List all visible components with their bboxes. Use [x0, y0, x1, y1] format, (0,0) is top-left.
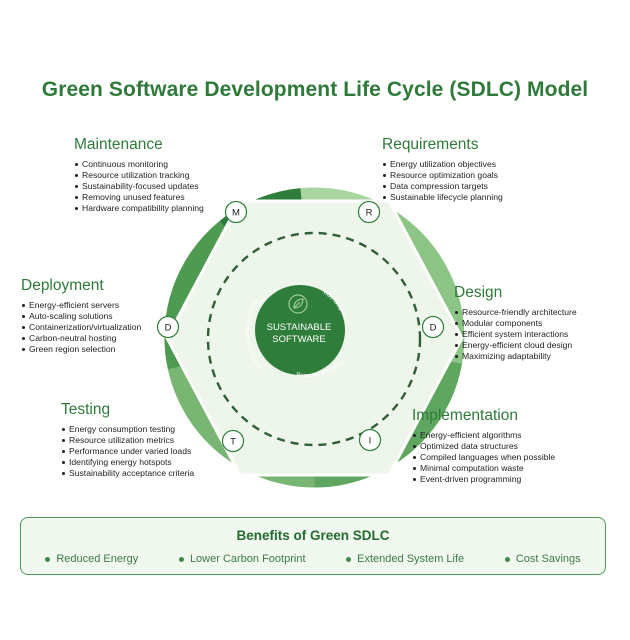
marker-testing-letter: T	[230, 437, 236, 448]
phase-list-deployment: Energy-efficient servers Auto-scaling so…	[21, 300, 141, 355]
list-item: Compiled languages when possible	[412, 452, 555, 463]
list-item: Auto-scaling solutions	[21, 311, 141, 322]
marker-maintenance: M	[224, 200, 248, 224]
list-item: Resource optimization goals	[382, 170, 503, 181]
list-item: Hardware compatibility planning	[74, 203, 204, 214]
list-item: Green region selection	[21, 344, 141, 355]
benefit-label: Lower Carbon Footprint	[189, 553, 306, 565]
phase-title-maintenance: Maintenance	[74, 136, 163, 153]
list-item: Performance under varied loads	[61, 446, 194, 457]
bullet-icon	[346, 556, 352, 562]
benefit-label: Reduced Energy	[56, 553, 139, 565]
list-item: Energy-efficient algorithms	[412, 430, 555, 441]
phase-list-design: Resource-friendly architecture Modular c…	[454, 307, 577, 362]
marker-requirements-letter: R	[366, 208, 373, 219]
phase-list-requirements: Energy utilization objectives Resource o…	[382, 159, 503, 203]
list-item: Resource utilization metrics	[61, 435, 194, 446]
benefit-label: Cost Savings	[515, 553, 581, 565]
marker-maintenance-letter: M	[232, 208, 240, 219]
center-label-line1: SUSTAINABLE	[267, 322, 332, 333]
list-item: Maximizing adaptability	[454, 351, 577, 362]
list-item: Efficient system interactions	[454, 329, 577, 340]
marker-requirements: R	[357, 200, 381, 224]
phase-requirements: Requirements Energy utilization objectiv…	[382, 136, 503, 203]
marker-deployment-letter: D	[165, 323, 172, 334]
phase-title-deployment: Deployment	[21, 277, 104, 294]
phase-implementation: Implementation Energy-efficient algorith…	[412, 407, 555, 485]
list-item: Modular components	[454, 318, 577, 329]
phase-list-testing: Energy consumption testing Resource util…	[61, 424, 194, 479]
benefits-list: Reduced Energy Lower Carbon Footprint Ex…	[21, 553, 605, 565]
benefit-item: Lower Carbon Footprint	[178, 553, 306, 565]
list-item: Minimal computation waste	[412, 463, 555, 474]
list-item: Identifying energy hotspots	[61, 457, 194, 468]
benefit-label: Extended System Life	[357, 553, 465, 565]
list-item: Carbon-neutral hosting	[21, 333, 141, 344]
benefit-item: Extended System Life	[346, 553, 464, 565]
list-item: Removing unused features	[74, 192, 204, 203]
list-item: Resource utilization tracking	[74, 170, 204, 181]
dashed-cycle-path	[206, 231, 422, 447]
phase-title-design: Design	[454, 284, 503, 301]
center-core	[255, 285, 345, 375]
marker-implementation: I	[358, 428, 382, 452]
list-item: Sustainability acceptance criteria	[61, 468, 194, 479]
marker-testing: T	[221, 429, 245, 453]
list-item: Energy-efficient cloud design	[454, 340, 577, 351]
marker-deployment: D	[156, 315, 180, 339]
list-item: Optimized data structures	[412, 441, 555, 452]
list-item: Sustainable lifecycle planning	[382, 192, 503, 203]
phase-title-implementation: Implementation	[412, 407, 518, 424]
list-item: Energy-efficient servers	[21, 300, 141, 311]
benefit-item: Cost Savings	[504, 553, 581, 565]
list-item: Data compression targets	[382, 181, 503, 192]
phase-list-maintenance: Continuous monitoring Resource utilizati…	[74, 159, 204, 214]
leaf-icon	[288, 294, 308, 314]
bullet-icon	[504, 556, 510, 562]
diagram-title: Green Software Development Life Cycle (S…	[41, 78, 589, 101]
bullet-icon	[45, 556, 51, 562]
list-item: Sustainability-focused updates	[74, 181, 204, 192]
phase-maintenance: Maintenance Continuous monitoring Resour…	[74, 136, 204, 214]
list-item: Containerization/virtualization	[21, 322, 141, 333]
center-label-line2: SOFTWARE	[272, 334, 325, 345]
benefit-item: Reduced Energy	[45, 553, 138, 565]
list-item: Continuous monitoring	[74, 159, 204, 170]
bullet-icon	[178, 556, 184, 562]
marker-design-letter: D	[430, 323, 437, 334]
list-item: Event-driven programming	[412, 474, 555, 485]
list-item: Energy utilization objectives	[382, 159, 503, 170]
benefits-panel: Benefits of Green SDLC Reduced Energy Lo…	[20, 517, 606, 575]
phase-deployment: Deployment Energy-efficient servers Auto…	[21, 277, 141, 355]
phase-testing: Testing Energy consumption testing Resou…	[61, 401, 194, 479]
phase-title-requirements: Requirements	[382, 136, 479, 153]
phase-design: Design Resource-friendly architecture Mo…	[454, 284, 577, 362]
benefits-title: Benefits of Green SDLC	[236, 528, 390, 543]
phase-list-implementation: Energy-efficient algorithms Optimized da…	[412, 430, 555, 485]
phase-title-testing: Testing	[61, 401, 111, 418]
list-item: Energy consumption testing	[61, 424, 194, 435]
marker-design: D	[421, 315, 445, 339]
marker-implementation-letter: I	[369, 436, 372, 447]
list-item: Resource-friendly architecture	[454, 307, 577, 318]
